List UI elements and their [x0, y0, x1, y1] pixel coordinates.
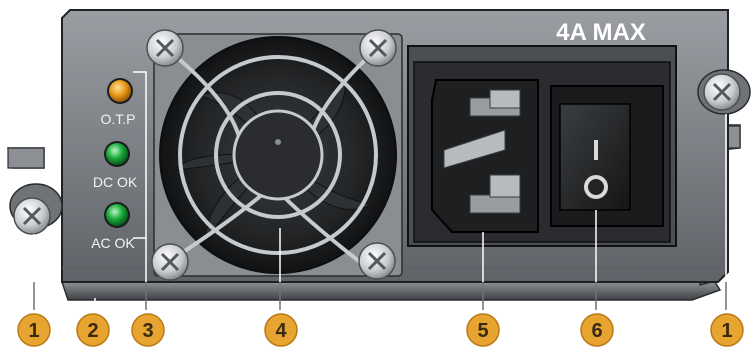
led-dc-ok-label: DC OK	[93, 174, 138, 190]
led-ac-ok-light	[106, 204, 128, 226]
fan-screw-bottom-right	[358, 242, 396, 280]
left-tab	[7, 147, 45, 169]
right-thumbscrew	[697, 69, 751, 115]
callout-4-number: 4	[275, 320, 287, 342]
callout-2-number: 2	[87, 320, 98, 342]
callout-5: 5	[466, 313, 500, 347]
callout-6: 6	[580, 313, 614, 347]
led-otp-light	[109, 80, 131, 102]
callout-4: 4	[264, 313, 298, 347]
fan-screw-top-right	[359, 29, 397, 67]
led-dc-ok: DC OK	[93, 141, 138, 190]
led-dc-ok-light	[106, 143, 128, 165]
power-switch[interactable]	[550, 85, 664, 227]
bottom-rail	[60, 281, 722, 301]
left-thumbscrew	[9, 183, 63, 235]
callout-1-right-number: 1	[721, 320, 732, 342]
callout-1-left-number: 1	[28, 320, 39, 342]
ac-power-inlet	[431, 79, 539, 233]
led-ac-ok: AC OK	[91, 202, 135, 251]
leader-lines-below-plate	[33, 282, 727, 310]
callout-6-number: 6	[591, 320, 602, 342]
fan-hub	[232, 109, 324, 201]
fan-screw-top-left	[146, 29, 184, 67]
switch-off-mark	[584, 175, 608, 199]
callout-3: 3	[131, 313, 165, 347]
rating-label: 4A MAX	[556, 19, 646, 46]
callout-3-number: 3	[142, 320, 153, 342]
fan-screw-bottom-left	[151, 243, 189, 281]
led-otp: O.T.P	[100, 78, 136, 127]
callout-2: 2	[76, 313, 110, 347]
led-otp-label: O.T.P	[100, 111, 135, 127]
led-ac-ok-label: AC OK	[91, 235, 135, 251]
callout-1-left: 1	[17, 313, 51, 347]
callout-5-number: 5	[477, 320, 488, 342]
led-bracket	[133, 71, 147, 239]
switch-on-mark	[594, 140, 598, 160]
fan	[153, 33, 403, 277]
callout-1-right: 1	[710, 313, 744, 347]
